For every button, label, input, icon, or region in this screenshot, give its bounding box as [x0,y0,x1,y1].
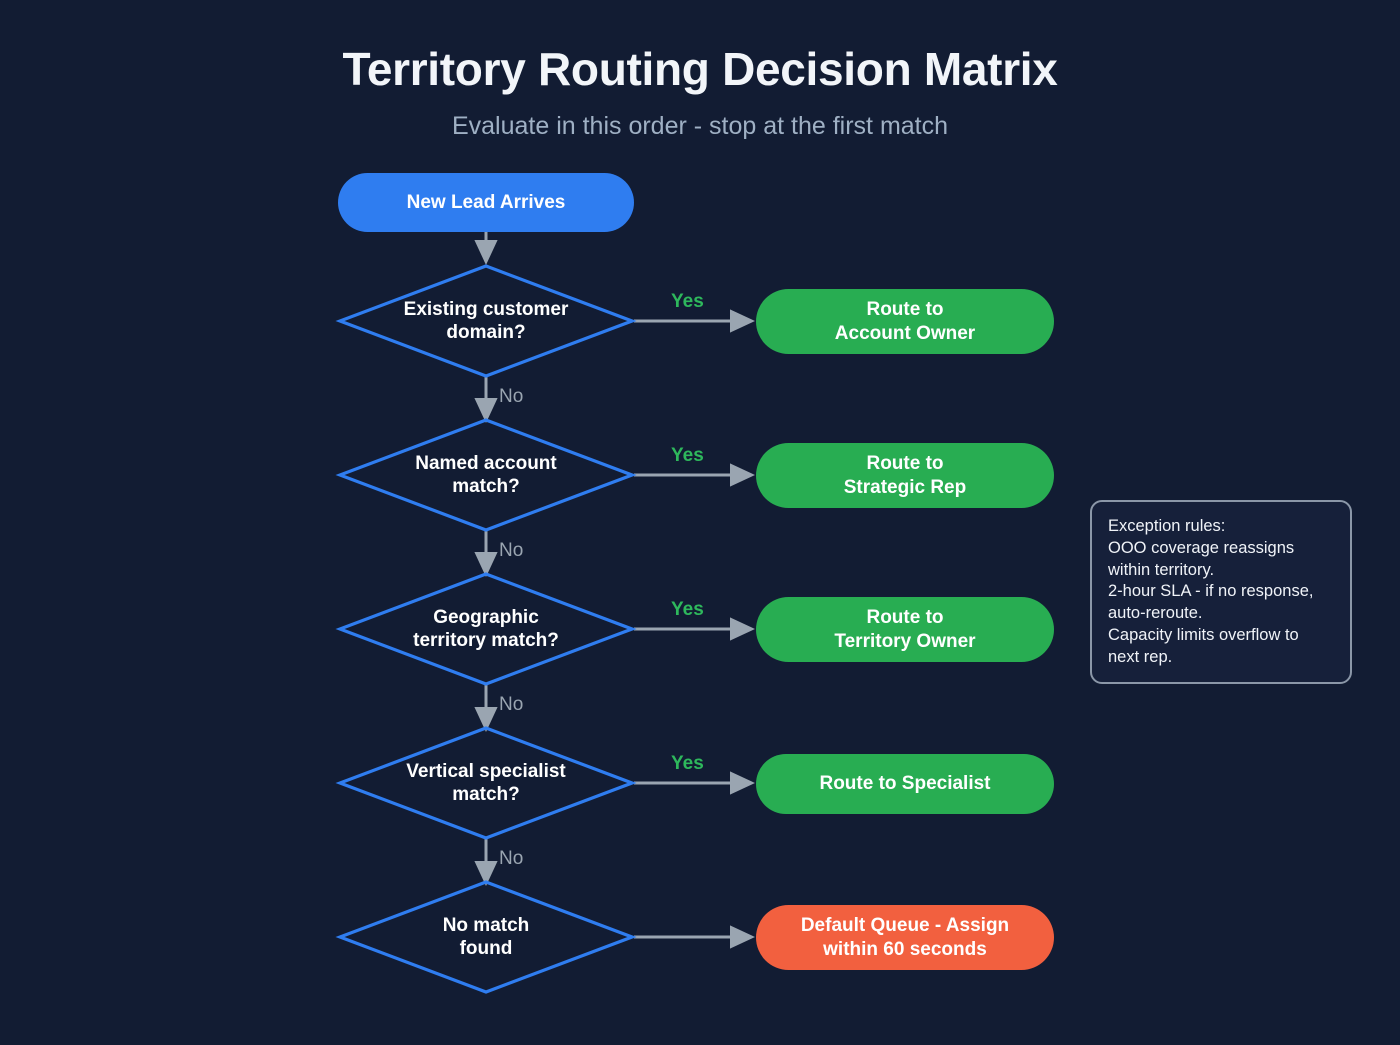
decision-shape-1 [335,264,637,378]
edge-label-yes-2: Yes [671,445,704,466]
note-line: within territory. [1108,560,1215,579]
decision-shape-5 [335,880,637,994]
result-label-2: Route to Strategic Rep [843,453,967,498]
result-label-5: Default Queue - Assign within 60 seconds [800,915,1010,960]
decision-node-existing-customer-domain[interactable]: Existing customer domain? [340,266,632,376]
decision-label-4: Vertical specialist match? [406,760,566,805]
decision-shape-4 [335,726,637,840]
edge-label-no-3: No [499,694,524,715]
result-node-account-owner[interactable]: Route to Account Owner [756,289,1054,354]
decision-node-geographic-territory-match[interactable]: Geographic territory match? [340,574,632,684]
note-line: OOO coverage reassigns [1108,538,1295,557]
decision-label-1: Existing customer domain? [403,298,569,343]
decision-shape-2 [335,418,637,532]
decision-label-3: Geographic territory match? [413,606,559,651]
edge-label-no-2: No [499,540,524,561]
decision-label-5: No match found [442,914,530,959]
edge-label-no-1: No [499,386,524,407]
edge-label-yes-3: Yes [671,599,704,620]
exception-rules-note: Exception rules: OOO coverage reassigns … [1090,500,1352,685]
start-node[interactable]: New Lead Arrives [338,173,634,232]
result-label-3: Route to Territory Owner [834,607,976,652]
start-node-label: New Lead Arrives [406,191,566,213]
result-node-strategic-rep[interactable]: Route to Strategic Rep [756,443,1054,508]
note-line: Exception rules: [1108,517,1226,535]
decision-shape-3 [335,572,637,686]
decision-node-vertical-specialist-match[interactable]: Vertical specialist match? [340,728,632,838]
edge-label-yes-1: Yes [671,291,704,312]
page-subtitle: Evaluate in this order - stop at the fir… [451,112,949,140]
result-label-1: Route to Account Owner [834,299,976,344]
result-node-territory-owner[interactable]: Route to Territory Owner [756,597,1054,662]
decision-node-no-match-found[interactable]: No match found [340,882,632,992]
decision-node-named-account-match[interactable]: Named account match? [340,420,632,530]
result-label-4: Route to Specialist [819,773,991,795]
result-node-default-queue[interactable]: Default Queue - Assign within 60 seconds [756,905,1054,970]
edge-label-yes-4: Yes [671,753,704,774]
note-line: Capacity limits overflow to [1108,625,1299,644]
note-line: auto-reroute. [1108,604,1203,623]
decision-label-2: Named account match? [415,452,557,497]
note-line: 2-hour SLA - if no response, [1108,582,1314,601]
result-node-specialist[interactable]: Route to Specialist [756,754,1054,814]
page-title: Territory Routing Decision Matrix [342,43,1058,95]
edge-label-no-4: No [499,848,524,869]
note-line: next rep. [1108,647,1173,666]
